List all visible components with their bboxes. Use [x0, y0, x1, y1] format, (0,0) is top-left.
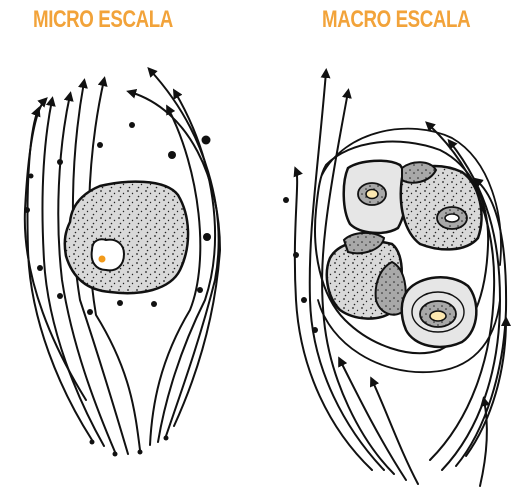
macro-scale-diagram [283, 72, 506, 486]
micro-core [99, 256, 106, 263]
micro-cell [65, 182, 188, 294]
micro-nucleus [92, 239, 124, 270]
micro-scale-diagram [24, 70, 220, 457]
